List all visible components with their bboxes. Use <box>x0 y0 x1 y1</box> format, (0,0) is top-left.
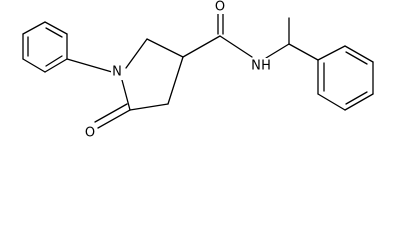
chemical-structure-diagram: N N H O O <box>22 0 374 141</box>
pyrrolidinone-ring <box>121 38 184 111</box>
bond-phenyl-to-nitrogen <box>66 58 113 73</box>
atom-label-amide-oxygen: O <box>214 0 226 15</box>
atom-label-amide-nitrogen: N H <box>251 58 271 74</box>
lactam-carbonyl-bond <box>94 103 131 129</box>
carboxamide-group <box>182 10 253 58</box>
lactam-oxygen-label: O <box>85 126 95 141</box>
phenylethyl-chain <box>265 17 319 61</box>
phenyl-ring-right <box>317 45 374 111</box>
amide-nitrogen-label: N <box>251 59 261 74</box>
ring-nitrogen-label: N <box>112 65 122 80</box>
amide-oxygen-label: O <box>215 0 225 15</box>
amide-hydrogen-label: H <box>261 59 271 74</box>
phenyl-ring-left <box>22 21 68 73</box>
atom-label-ring-nitrogen: N <box>111 64 123 80</box>
atom-label-lactam-oxygen: O <box>84 125 96 141</box>
